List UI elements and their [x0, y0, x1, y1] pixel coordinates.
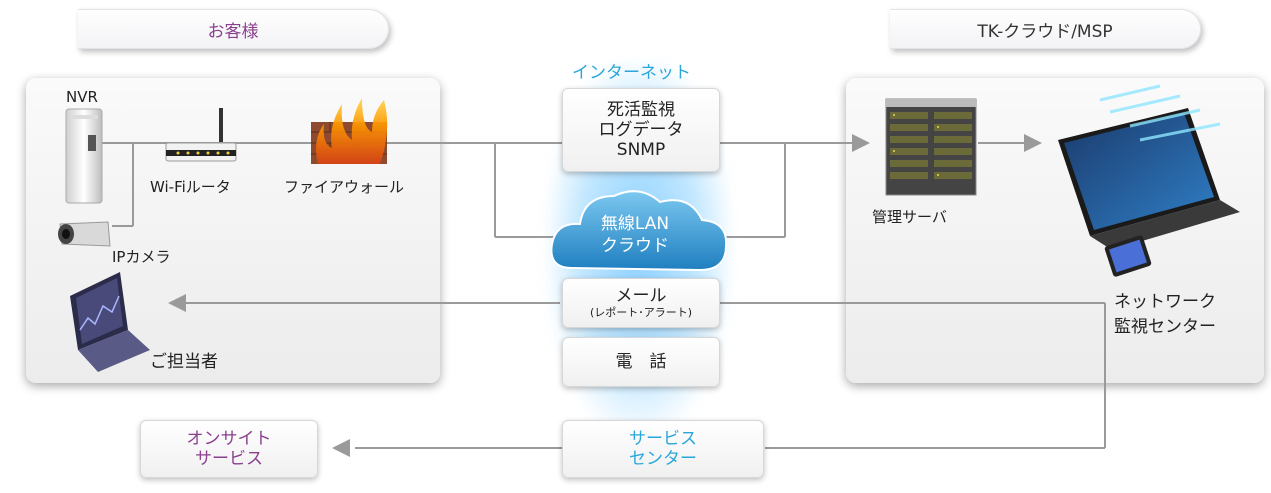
mail-box: メール (レポート･アラート) — [562, 278, 720, 328]
mail-sub-label: (レポート･アラート) — [589, 306, 693, 319]
firewall-label: ファイアウォール — [284, 178, 405, 196]
noc-line-1: ネットワーク — [1114, 292, 1216, 312]
camera-label: IPカメラ — [112, 248, 171, 266]
cloud-line-2: クラウド — [601, 236, 669, 256]
service-center-box: サービス センター — [562, 420, 764, 478]
noc-label: ネットワーク 監視センター — [1114, 290, 1216, 340]
cloud-label: 無線LAN クラウド — [560, 213, 710, 257]
cloud-line-1: 無線LAN — [600, 214, 670, 234]
firewall-icon — [311, 98, 388, 164]
person-label: ご担当者 — [150, 352, 218, 372]
phone-box: 電 話 — [562, 337, 720, 387]
onsite-line-2: サービス — [195, 449, 263, 469]
service-center-line-2: センター — [629, 449, 697, 469]
monitoring-box: 死活監視 ログデータ SNMP — [562, 88, 720, 172]
cloud-msp-tab-label: TK-クラウド/MSP — [977, 21, 1113, 42]
nvr-label: NVR — [66, 88, 98, 106]
mail-label: メール — [615, 286, 667, 306]
laptop-icon — [70, 272, 150, 372]
phone-label: 電 話 — [615, 352, 667, 372]
server-icon — [885, 98, 977, 196]
ip-camera-icon — [58, 221, 111, 247]
router-label: Wi-Fiルータ — [150, 178, 231, 196]
cloud-msp-tab: TK-クラウド/MSP — [890, 9, 1201, 49]
noc-line-2: 監視センター — [1114, 317, 1216, 337]
customer-tab-label: お客様 — [207, 21, 259, 42]
cloud-icon — [550, 190, 728, 272]
onsite-box: オンサイト サービス — [140, 420, 318, 478]
monitoring-line-1: 死活監視 — [607, 100, 675, 120]
monitoring-line-2: ログデータ — [598, 120, 684, 140]
server-label: 管理サーバ — [872, 208, 947, 226]
router-icon — [165, 108, 237, 162]
service-center-line-1: サービス — [629, 429, 697, 449]
noc-laptop-icon — [1058, 84, 1240, 277]
customer-tab: お客様 — [78, 9, 389, 49]
nvr-icon — [65, 108, 103, 204]
monitoring-line-3: SNMP — [616, 140, 666, 160]
internet-label: インターネット — [572, 63, 691, 83]
onsite-line-1: オンサイト — [186, 429, 272, 449]
